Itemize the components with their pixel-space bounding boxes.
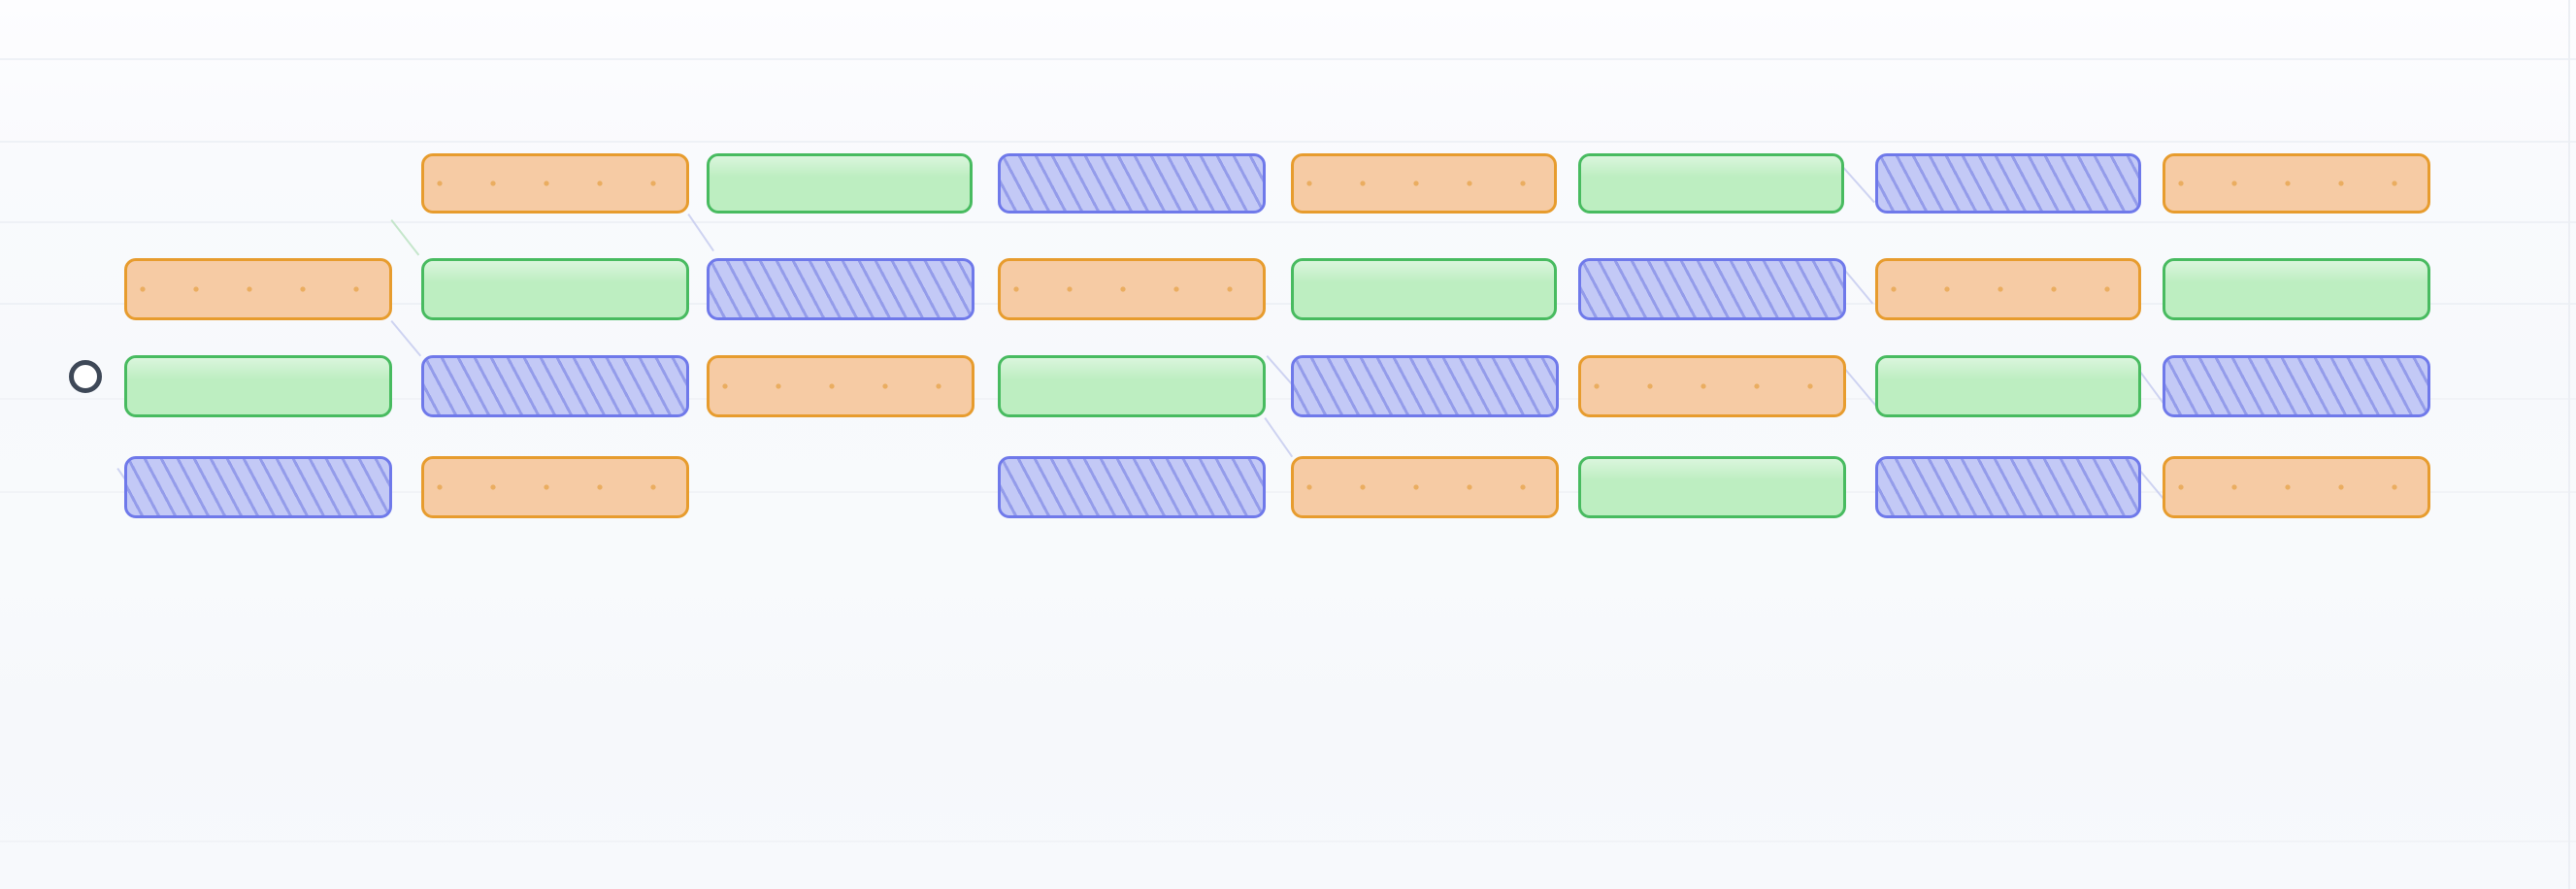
task-bar-orange[interactable] bbox=[2163, 456, 2430, 518]
task-bar-green[interactable] bbox=[124, 355, 392, 417]
task-bar-blue[interactable] bbox=[707, 258, 974, 320]
task-bar-orange[interactable] bbox=[1291, 153, 1557, 214]
task-bar-blue[interactable] bbox=[421, 355, 689, 417]
task-bar-orange[interactable] bbox=[1578, 355, 1846, 417]
task-bar-blue[interactable] bbox=[1875, 456, 2141, 518]
gridline bbox=[0, 491, 2576, 493]
task-bar-orange[interactable] bbox=[124, 258, 392, 320]
task-bar-blue[interactable] bbox=[1578, 258, 1846, 320]
task-bar-blue[interactable] bbox=[124, 456, 392, 518]
task-bar-green[interactable] bbox=[1291, 258, 1557, 320]
task-bar-orange[interactable] bbox=[421, 456, 689, 518]
gridline bbox=[0, 840, 2576, 842]
gridline bbox=[0, 141, 2576, 143]
task-bar-green[interactable] bbox=[1578, 153, 1844, 214]
row-start-marker[interactable] bbox=[69, 360, 102, 393]
gridline bbox=[0, 221, 2576, 223]
right-edge-rule bbox=[2568, 0, 2570, 889]
task-bar-orange[interactable] bbox=[421, 153, 689, 214]
task-bar-blue[interactable] bbox=[2163, 355, 2430, 417]
task-bar-orange[interactable] bbox=[707, 355, 974, 417]
gridline bbox=[0, 303, 2576, 305]
gridline bbox=[0, 398, 2576, 400]
task-bar-green[interactable] bbox=[707, 153, 973, 214]
task-bar-green[interactable] bbox=[421, 258, 689, 320]
task-bar-green[interactable] bbox=[2163, 258, 2430, 320]
task-bar-orange[interactable] bbox=[998, 258, 1266, 320]
task-bar-orange[interactable] bbox=[1291, 456, 1559, 518]
task-bar-green[interactable] bbox=[1578, 456, 1846, 518]
task-bar-orange[interactable] bbox=[1875, 258, 2141, 320]
task-bar-green[interactable] bbox=[1875, 355, 2141, 417]
task-bar-blue[interactable] bbox=[1875, 153, 2141, 214]
gridline bbox=[0, 58, 2576, 60]
task-bar-blue[interactable] bbox=[998, 456, 1266, 518]
task-bar-blue[interactable] bbox=[998, 153, 1266, 214]
task-bar-orange[interactable] bbox=[2163, 153, 2430, 214]
task-bar-blue[interactable] bbox=[1291, 355, 1559, 417]
task-bar-green[interactable] bbox=[998, 355, 1266, 417]
